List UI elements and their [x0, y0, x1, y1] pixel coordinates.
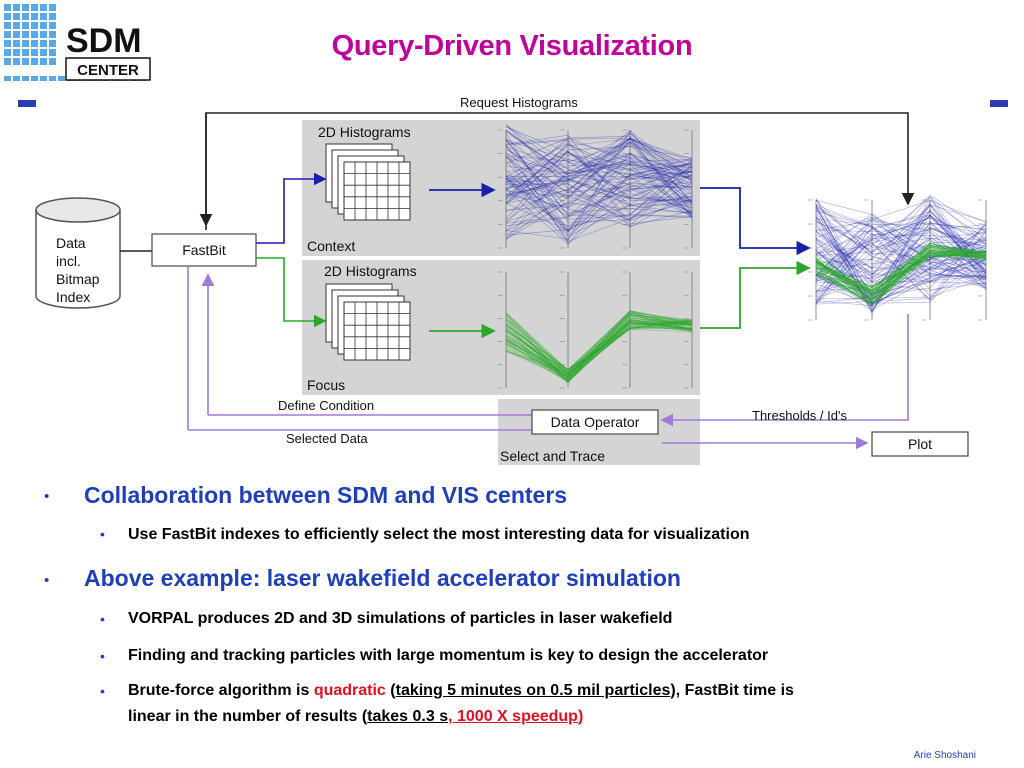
parallel-coords-combined [808, 194, 987, 321]
context-label: Context [307, 238, 355, 254]
bullet-laser-wakefield: Above example: laser wakefield accelerat… [84, 565, 681, 591]
select-and-trace-label: Select and Trace [500, 448, 605, 464]
logo-square [49, 13, 56, 20]
logo-square [49, 22, 56, 29]
title-rule-right [990, 100, 1008, 107]
logo-square [31, 31, 38, 38]
parallel-coords-context [498, 123, 693, 249]
selected-data-label: Selected Data [286, 431, 368, 446]
logo-square [22, 4, 29, 11]
logo-square [13, 49, 20, 56]
logo-square [22, 76, 29, 81]
data-operator-box [531, 409, 659, 435]
logo-square [40, 49, 47, 56]
fastbit-box [151, 233, 257, 267]
svg-text:CENTER: CENTER [77, 62, 139, 79]
svg-text:FastBit: FastBit [182, 242, 226, 258]
logo-square [40, 22, 47, 29]
logo-square [4, 40, 11, 47]
logo-square [4, 22, 11, 29]
logo-square [49, 49, 56, 56]
database-cylinder: Data incl. Bitmap Index [35, 197, 121, 309]
logo-square [40, 31, 47, 38]
parallel-coords-focus [498, 271, 693, 389]
svg-text:Index: Index [56, 289, 90, 305]
logo-square [49, 4, 56, 11]
request-histograms-label: Request Histograms [460, 95, 578, 110]
title-rule-left [18, 100, 36, 107]
plot-box [871, 431, 969, 457]
logo-square [40, 4, 47, 11]
logo-square [22, 49, 29, 56]
logo-square [4, 4, 11, 11]
svg-text:Data Operator: Data Operator [551, 414, 640, 430]
logo-square [4, 58, 11, 65]
logo-square [4, 49, 11, 56]
logo-square [22, 13, 29, 20]
hist-title-focus: 2D Histograms [324, 263, 417, 279]
logo-square [4, 31, 11, 38]
logo-square [49, 58, 56, 65]
svg-text:Plot: Plot [908, 436, 932, 452]
logo-square [49, 31, 56, 38]
logo-square [22, 58, 29, 65]
logo-square [40, 58, 47, 65]
focus-label: Focus [307, 377, 345, 393]
svg-text:SDM: SDM [66, 22, 142, 60]
logo-square [4, 76, 11, 81]
logo-square [4, 13, 11, 20]
logo-square [22, 40, 29, 47]
logo-square [49, 40, 56, 47]
author-footer: Arie Shoshani [913, 750, 976, 761]
histogram-stack-context [325, 143, 411, 221]
logo-square [40, 76, 47, 81]
page-title: Query-Driven Visualization [331, 30, 693, 62]
bullet-vorpal: VORPAL produces 2D and 3D simulations of… [128, 610, 673, 627]
svg-text:incl.: incl. [56, 253, 81, 269]
logo-square [13, 4, 20, 11]
bullet-finding-tracking: Finding and tracking particles with larg… [128, 647, 769, 664]
logo-square [22, 22, 29, 29]
logo-square [49, 76, 56, 81]
svg-text:Bitmap: Bitmap [56, 271, 100, 287]
logo-square [31, 22, 38, 29]
logo-square [13, 22, 20, 29]
logo-square [31, 49, 38, 56]
logo-square [31, 4, 38, 11]
bullet-fastbit-indexes: Use FastBit indexes to efficiently selec… [128, 526, 750, 543]
logo-square [13, 76, 20, 81]
logo-square [40, 13, 47, 20]
hist-title-context: 2D Histograms [318, 124, 411, 140]
bullet-brute-force: Brute-force algorithm is quadratic (taki… [128, 682, 794, 725]
logo-square [13, 40, 20, 47]
logo-square [31, 13, 38, 20]
logo-square [40, 40, 47, 47]
sdm-center-logo: SDM CENTER [0, 0, 158, 86]
logo-square [31, 76, 38, 81]
query-driven-visualization-diagram: Request Histograms Data incl. Bitmap Ind… [35, 95, 987, 465]
logo-square [13, 13, 20, 20]
logo-square [58, 76, 65, 81]
svg-text:Data: Data [56, 235, 86, 251]
thresholds-label: Thresholds / Id's [752, 408, 847, 423]
logo-square [13, 58, 20, 65]
logo-square [13, 31, 20, 38]
define-condition-label: Define Condition [278, 398, 374, 413]
histogram-stack-focus [325, 283, 411, 361]
bullet-collaboration: Collaboration between SDM and VIS center… [84, 482, 568, 508]
logo-square [31, 58, 38, 65]
logo-square [22, 31, 29, 38]
logo-square [31, 40, 38, 47]
